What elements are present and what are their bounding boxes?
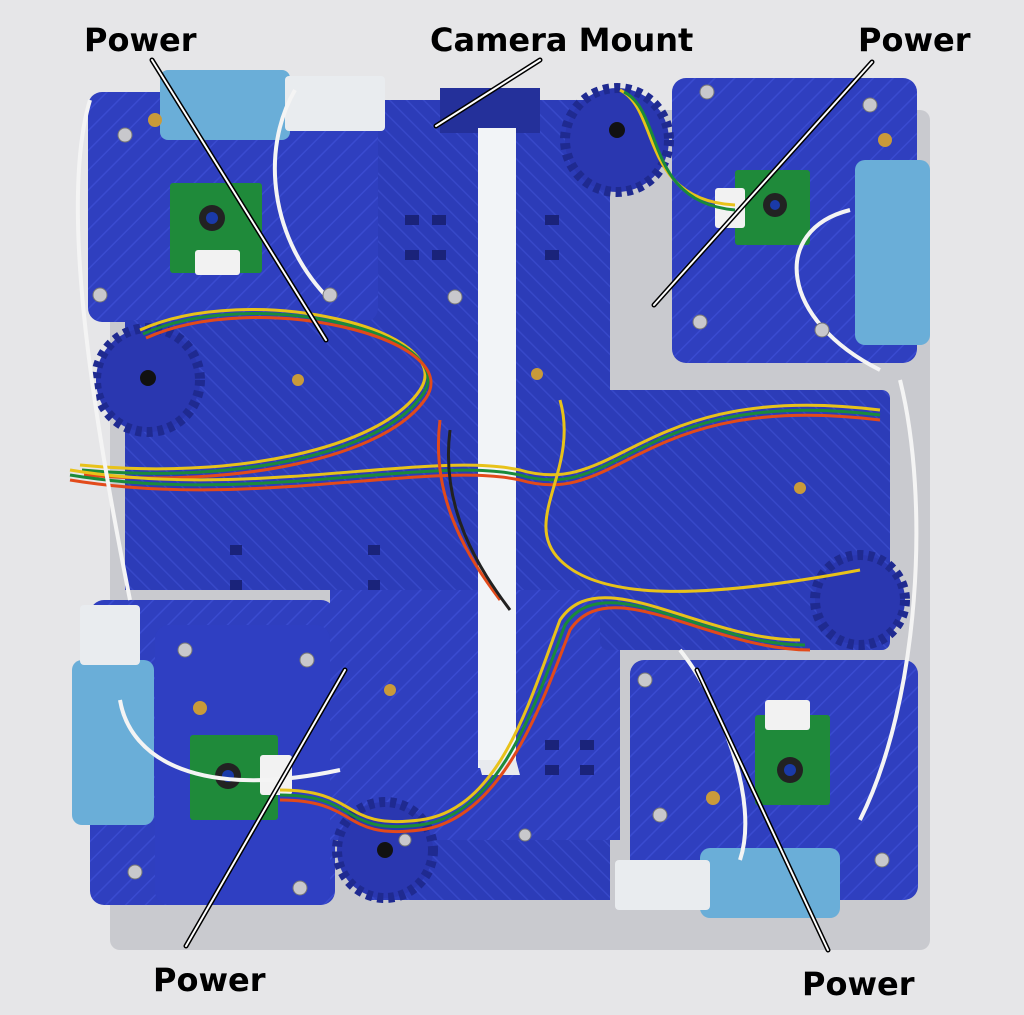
gear-left xyxy=(91,323,205,437)
pcb-bottom-right xyxy=(755,700,830,805)
center-slots xyxy=(230,215,594,775)
power-label-bottom-right: Power xyxy=(802,965,915,1003)
power-label-bottom-left: Power xyxy=(153,961,266,999)
camera-mount-label: Camera Mount xyxy=(430,21,694,59)
pointer-lines xyxy=(149,57,875,953)
pcb-top-left xyxy=(170,183,262,275)
power-label-top-right: Power xyxy=(858,21,971,59)
gear-right xyxy=(810,550,910,650)
brass-inserts xyxy=(148,113,892,805)
servo-top-right xyxy=(855,160,930,345)
power-label-top-left: Power xyxy=(84,21,197,59)
servo-bottom-left xyxy=(72,605,154,825)
gear-bottom-center xyxy=(332,797,438,903)
pcb-bottom-left xyxy=(190,735,292,820)
wire-bundles xyxy=(69,88,881,834)
camera-ribbon-cable xyxy=(478,128,516,768)
camera-mount-bracket xyxy=(440,88,540,133)
screws xyxy=(92,84,890,896)
pcb-top-right xyxy=(715,170,810,245)
